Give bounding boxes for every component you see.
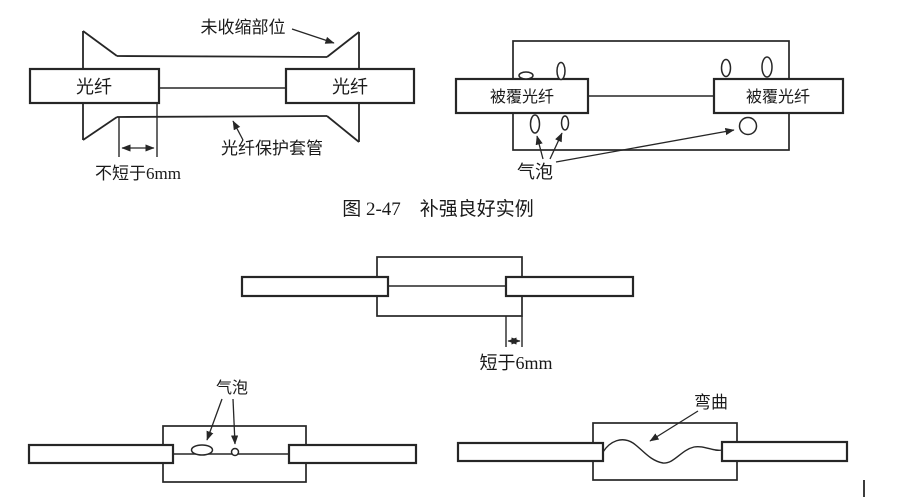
- fiber-right-box: [287, 443, 418, 465]
- fiber-right-box: [504, 275, 635, 298]
- bubbles-arrow-1: [206, 398, 223, 441]
- bubbles-arrow-2: [231, 398, 239, 445]
- bend-arrow: [649, 410, 699, 442]
- diagram-bad-bend: 弯曲: [456, 393, 849, 481]
- protect-sleeve-label: 光纤保护套管: [221, 139, 323, 158]
- bent-fiber-wave: [602, 439, 723, 464]
- coated-fiber-left-label: 被覆光纤: [490, 88, 554, 106]
- bubbles-arrow-2: [549, 132, 563, 160]
- coated-fiber-left-box: [454, 77, 590, 115]
- figure-caption: 图 2-47 补强良好实例: [342, 198, 534, 220]
- unshrunk-area-label: 未收缩部位: [201, 18, 286, 37]
- sleeve-top-line: [116, 55, 328, 58]
- right-flare-top-diagonal: [326, 31, 360, 58]
- coated-fiber-right-label: 被覆光纤: [746, 88, 810, 106]
- protect-sleeve-arrow: [232, 120, 244, 141]
- bubble-ellipse: [720, 58, 732, 78]
- sleeve-bottom-line: [116, 115, 328, 118]
- fiber-right-box: [284, 67, 416, 105]
- fiber-left-box: [456, 441, 605, 463]
- bubble-circle: [738, 116, 758, 136]
- bubble-circle: [230, 447, 240, 457]
- bend-label: 弯曲: [694, 393, 728, 412]
- diagram-good-coated-fiber: 被覆光纤 被覆光纤 气泡: [454, 40, 845, 182]
- fiber-left-label: 光纤: [76, 77, 112, 97]
- coated-fiber-right-box: [712, 77, 845, 115]
- bubble-ellipse: [560, 115, 570, 131]
- fiber-left-box: [240, 275, 390, 298]
- right-flare-bottom-diagonal: [326, 115, 360, 143]
- diagram-bad-short-sleeve: 短于6mm: [240, 256, 635, 373]
- bubble-ellipse: [518, 71, 534, 80]
- bubble-ellipse: [556, 61, 566, 81]
- fiber-right-box: [720, 440, 849, 463]
- bubbles-arrow-1: [535, 135, 544, 160]
- left-flare-bottom-diagonal: [82, 116, 118, 141]
- diagram-good-bare-fiber: 光纤 光纤 不短于6mm 未收缩部位 光纤保护套管: [28, 18, 416, 183]
- bubble-ellipse: [529, 114, 541, 134]
- bubble-ellipse: [190, 444, 214, 456]
- bubbles-arrow-3: [555, 127, 735, 163]
- bubbles-label: 气泡: [216, 379, 248, 397]
- fiber-left-box: [28, 67, 161, 105]
- diagram-bad-bubbles: 气泡: [27, 379, 418, 483]
- dim-shorter-label: 短于6mm: [479, 353, 552, 373]
- unshrunk-area-arrow: [291, 28, 335, 44]
- fiber-right-label: 光纤: [332, 77, 368, 97]
- bubbles-label: 气泡: [517, 162, 553, 182]
- dim-not-shorter-label: 不短于6mm: [95, 164, 181, 183]
- bubble-ellipse: [761, 56, 773, 78]
- left-flare-top-diagonal: [82, 30, 118, 57]
- fiber-left-box: [27, 443, 175, 465]
